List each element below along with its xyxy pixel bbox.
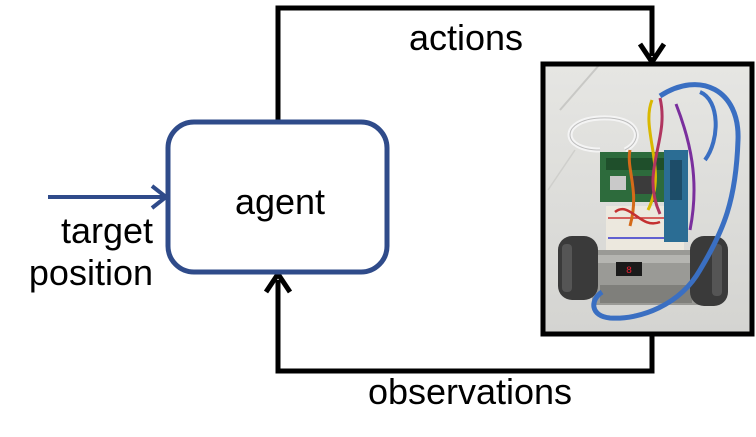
agent-box <box>165 119 390 275</box>
position-label: position <box>29 252 153 293</box>
observations-connector <box>275 280 655 374</box>
robot-photo-frame <box>540 61 755 337</box>
target-label: target <box>61 210 153 251</box>
observations-label: observations <box>368 371 572 412</box>
robot-photo: 8 <box>543 63 752 334</box>
svg-text:8: 8 <box>626 266 632 277</box>
agent-label: agent <box>235 181 325 222</box>
actions-connector <box>275 5 655 124</box>
actions-label: actions <box>409 17 523 58</box>
